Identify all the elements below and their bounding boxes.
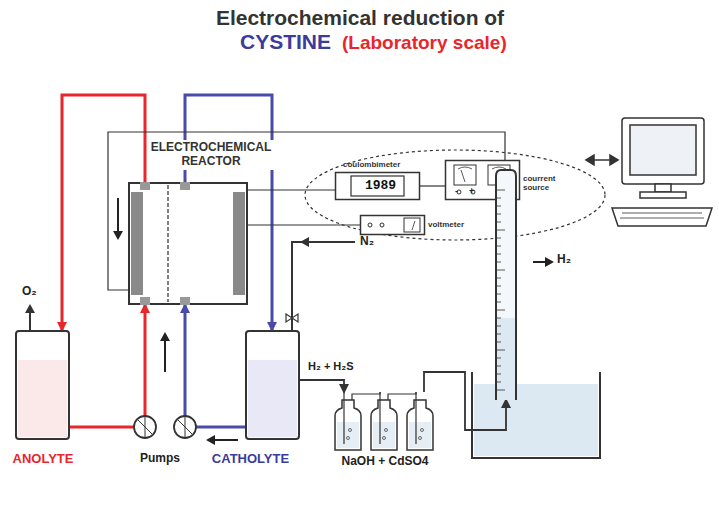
- pump-symbol: [134, 416, 196, 438]
- nitrogen-line: [286, 237, 355, 330]
- free-label: Pumps: [140, 452, 180, 466]
- oxygen-vent: [25, 304, 35, 330]
- anolyte-tank-outline: [15, 330, 70, 440]
- free-label: -: [455, 186, 458, 196]
- coulombimeter-box: coulombimeter1989: [335, 172, 420, 200]
- gas-washing-bottles: NaOH + CdSO4: [330, 392, 440, 452]
- connector: [420, 185, 445, 186]
- node-text: ANOLYTE: [3, 452, 83, 467]
- node-text: 1989: [351, 176, 410, 196]
- connector: [62, 95, 145, 330]
- node-text: CATHOLYTE: [203, 452, 298, 467]
- connector: [248, 224, 360, 225]
- connector: [248, 189, 335, 190]
- title: Electrochemical reduction of: [150, 6, 570, 30]
- voltmeter-box-outline: [360, 215, 425, 235]
- gas-washing-bottles-outline: [330, 392, 440, 452]
- connector: [300, 380, 344, 392]
- node-text: coulombimeter: [343, 160, 400, 169]
- free-label: N₂: [360, 235, 374, 249]
- edge-label: H₂ + H₂S: [306, 360, 356, 373]
- graduated-cylinder: H₂: [495, 168, 517, 400]
- free-label: +: [469, 186, 474, 196]
- free-label: CYSTINE: [240, 30, 331, 54]
- voltmeter-box: voltmeter: [360, 215, 425, 235]
- link-double-arrow: [586, 155, 618, 165]
- connector: [70, 305, 145, 427]
- node-text: ELECTROCHEMICAL REACTOR: [148, 140, 274, 170]
- anolyte-tank: ANOLYTE: [15, 330, 70, 440]
- node-text: NaOH + CdSO4: [320, 455, 450, 469]
- node-text: courrent source: [523, 174, 565, 192]
- free-label: O₂: [22, 285, 37, 299]
- catholyte-tank-outline: [245, 330, 300, 440]
- reactor-box-outline: [128, 182, 248, 305]
- graduated-cylinder-outline: [495, 168, 517, 400]
- reactor-box: ELECTROCHEMICAL REACTOR: [128, 182, 248, 305]
- computer-icon: [612, 118, 712, 226]
- node-text: H₂: [557, 253, 571, 267]
- connector: [185, 305, 245, 427]
- node-text: voltmeter: [428, 220, 464, 229]
- gas-trough: [472, 372, 600, 458]
- catholyte-tank: CATHOLYTE: [245, 330, 300, 440]
- h2-arrowhead: [545, 257, 554, 267]
- control-ellipse: [305, 150, 605, 240]
- connector: [424, 372, 506, 430]
- free-label: (Laboratory scale): [342, 32, 507, 54]
